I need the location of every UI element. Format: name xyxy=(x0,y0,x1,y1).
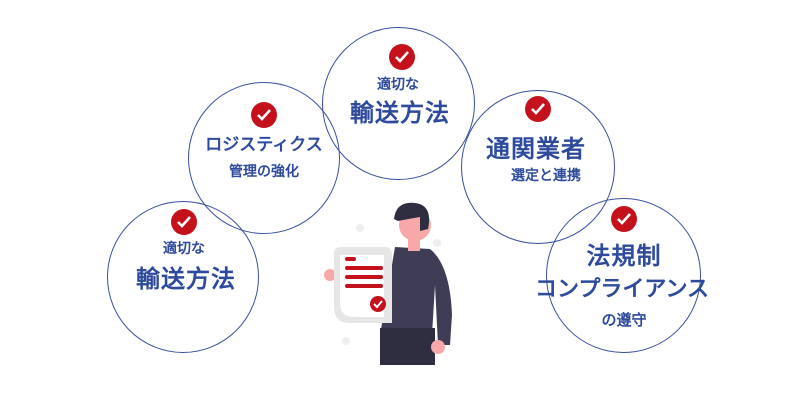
circle-logistics xyxy=(188,82,340,234)
item-2-line1: ロジスティクス xyxy=(205,135,323,155)
circle-compliance xyxy=(546,198,701,353)
item-5-line2: コンプライアンス xyxy=(534,277,710,302)
item-5-line3: の遵守 xyxy=(601,311,647,329)
check-icon xyxy=(389,44,415,70)
circle-transport-1 xyxy=(107,201,259,353)
item-4-line1: 通関業者 xyxy=(486,135,586,163)
person-illustration xyxy=(324,202,452,365)
check-icon xyxy=(611,206,637,232)
item-1-line2: 輸送方法 xyxy=(136,265,236,293)
item-3-line1: 適切な xyxy=(377,77,419,93)
check-icon xyxy=(251,102,277,128)
circle-transport-2 xyxy=(322,27,475,180)
item-3-line2: 輸送方法 xyxy=(350,99,450,127)
item-2-line2: 管理の強化 xyxy=(229,164,299,180)
check-icon xyxy=(171,209,197,235)
check-icon xyxy=(525,96,551,122)
circle-customs xyxy=(461,90,615,244)
item-1-line1: 適切な xyxy=(163,241,205,257)
item-5-line1: 法規制 xyxy=(586,242,662,270)
item-4-line2: 選定と連携 xyxy=(511,168,581,184)
